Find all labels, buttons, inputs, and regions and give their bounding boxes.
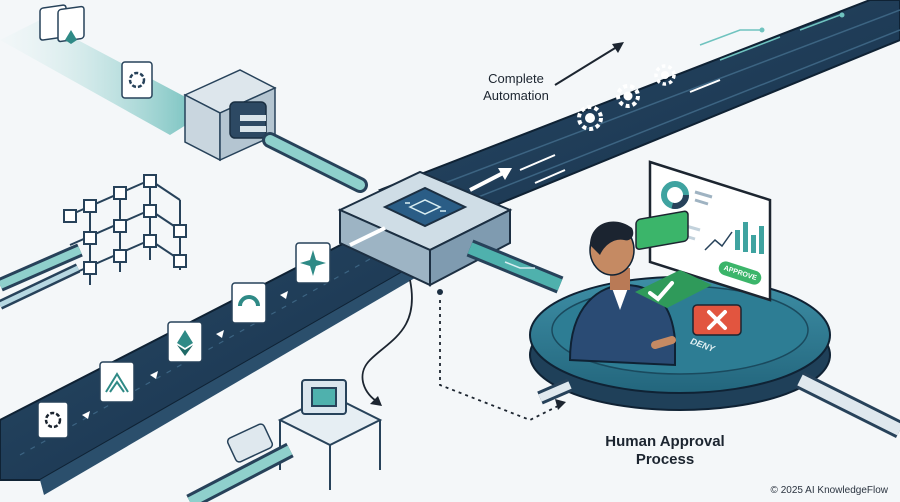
mountain-logo-icon (105, 372, 129, 393)
input-data-stream (0, 20, 210, 135)
openai-icon (128, 71, 146, 89)
input-card-openai (121, 61, 153, 99)
ring-logo-icon (238, 295, 260, 307)
automation-direction-arrow (554, 42, 624, 86)
human-approval-label: Human Approval Process (590, 433, 740, 469)
ethereum-icon (177, 330, 193, 348)
human-approval-line2: Process (635, 451, 695, 468)
openai-icon (44, 411, 62, 429)
model-card (295, 242, 331, 284)
network-cube-icon (63, 174, 187, 285)
x-icon (707, 310, 727, 330)
flow-arrow-to-automation (469, 168, 512, 192)
flow-arrow-into-hub (349, 226, 386, 247)
storage-cube-icon (277, 379, 383, 490)
copyright-footer: © 2025 AI KnowledgeFlow (770, 485, 888, 496)
model-card (37, 401, 69, 439)
input-connector (183, 69, 277, 162)
input-card-ethereum (39, 4, 85, 44)
checkmark-icon (648, 281, 674, 302)
dotted-path-to-approval (439, 300, 561, 421)
human-reviewer (568, 221, 676, 367)
gear-icon (654, 64, 676, 86)
chip-icon (405, 199, 446, 215)
gear-icon (616, 84, 640, 108)
sparkle-logo-icon (300, 250, 326, 276)
analytics-dashboard-screen (648, 160, 772, 302)
model-card (99, 361, 135, 403)
complete-automation-line2: Automation (483, 88, 549, 103)
complete-automation-label: Complete Automation (452, 70, 580, 104)
complete-automation-line1: Complete (488, 71, 544, 86)
flow-arrow-to-storage (361, 279, 413, 403)
deny-button-graphic (692, 304, 742, 336)
ethereum-icon (65, 30, 77, 44)
gear-icon (577, 105, 603, 131)
human-approval-line1: Human Approval (605, 433, 725, 450)
model-card (167, 321, 203, 363)
approve-button-graphic (635, 210, 712, 308)
model-card (231, 282, 267, 324)
bar-chart-icon (735, 222, 764, 254)
donut-chart-icon (661, 181, 689, 209)
central-decision-hub (337, 170, 513, 295)
